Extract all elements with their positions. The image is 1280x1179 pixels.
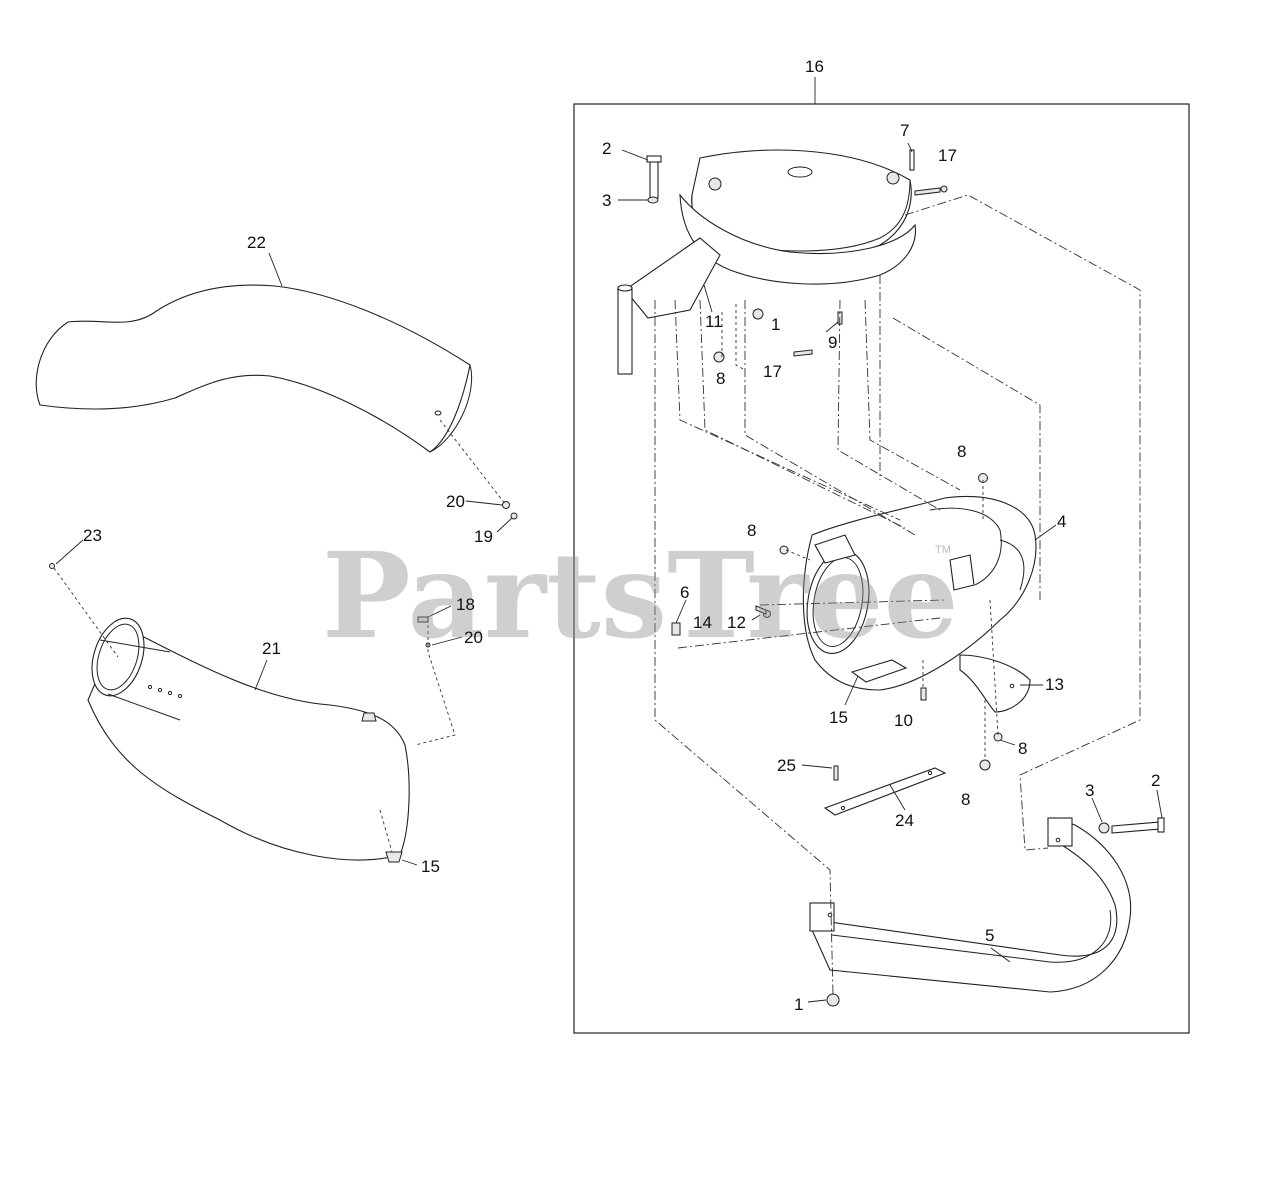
callout-16: 16: [805, 57, 824, 76]
assembly-lines: [53, 194, 1141, 996]
callout-8-lower-right: 8: [1018, 739, 1027, 758]
callout-25: 25: [777, 756, 796, 775]
callout-10: 10: [894, 711, 913, 730]
callout-15-tube: 15: [421, 857, 440, 876]
callout-8-top: 8: [716, 369, 725, 388]
watermark-text: PartsTree: [322, 526, 959, 665]
part-22-upper-tube[interactable]: [35, 284, 472, 453]
callout-14: 14: [693, 613, 712, 632]
callout-19: 19: [474, 527, 493, 546]
callout-23: 23: [83, 526, 102, 545]
callout-7: 7: [900, 121, 909, 140]
callout-labels: 16 2 7 17 3 11 1 9 17 8 22 20 19 8 4 8 2…: [83, 57, 1160, 1014]
callout-17-mid: 17: [763, 362, 782, 381]
watermark-tm: TM: [935, 544, 951, 556]
callout-5: 5: [985, 926, 994, 945]
callout-1-top: 1: [771, 315, 780, 334]
callout-4: 4: [1057, 512, 1066, 531]
callout-18: 18: [456, 595, 475, 614]
callout-9: 9: [828, 333, 837, 352]
assembly-frame: [573, 103, 1190, 1034]
callout-11: 11: [705, 312, 723, 331]
callout-1-bottom: 1: [794, 995, 803, 1014]
callout-3-bottom: 3: [1085, 781, 1094, 800]
part-4-housing[interactable]: [799, 496, 1037, 691]
callout-17-top: 17: [938, 146, 957, 165]
part-5-handle[interactable]: [809, 817, 1132, 993]
part-rotation-housing[interactable]: [617, 149, 916, 375]
washer-3-top: [647, 196, 659, 204]
part-22-hole: [434, 410, 442, 416]
callout-15-housing: 15: [829, 708, 848, 727]
callout-2-top: 2: [602, 139, 611, 158]
callout-3-top: 3: [602, 191, 611, 210]
callout-24: 24: [895, 811, 914, 830]
callout-20-upper: 20: [446, 492, 465, 511]
part-24-plate[interactable]: [823, 767, 947, 816]
callout-8-housing-top: 8: [957, 442, 966, 461]
callout-2-bottom: 2: [1151, 771, 1160, 790]
callout-8-housing-left: 8: [747, 521, 756, 540]
leader-lines: [55, 142, 1163, 1003]
part-13-deflector[interactable]: [959, 654, 1031, 713]
callout-13: 13: [1045, 675, 1064, 694]
hardware: [49, 149, 1165, 1007]
callout-21: 21: [262, 639, 281, 658]
callout-6: 6: [680, 583, 689, 602]
callout-22: 22: [247, 233, 266, 252]
callout-20-lower: 20: [464, 628, 483, 647]
callout-8-lower: 8: [961, 790, 970, 809]
callout-12: 12: [727, 613, 746, 632]
